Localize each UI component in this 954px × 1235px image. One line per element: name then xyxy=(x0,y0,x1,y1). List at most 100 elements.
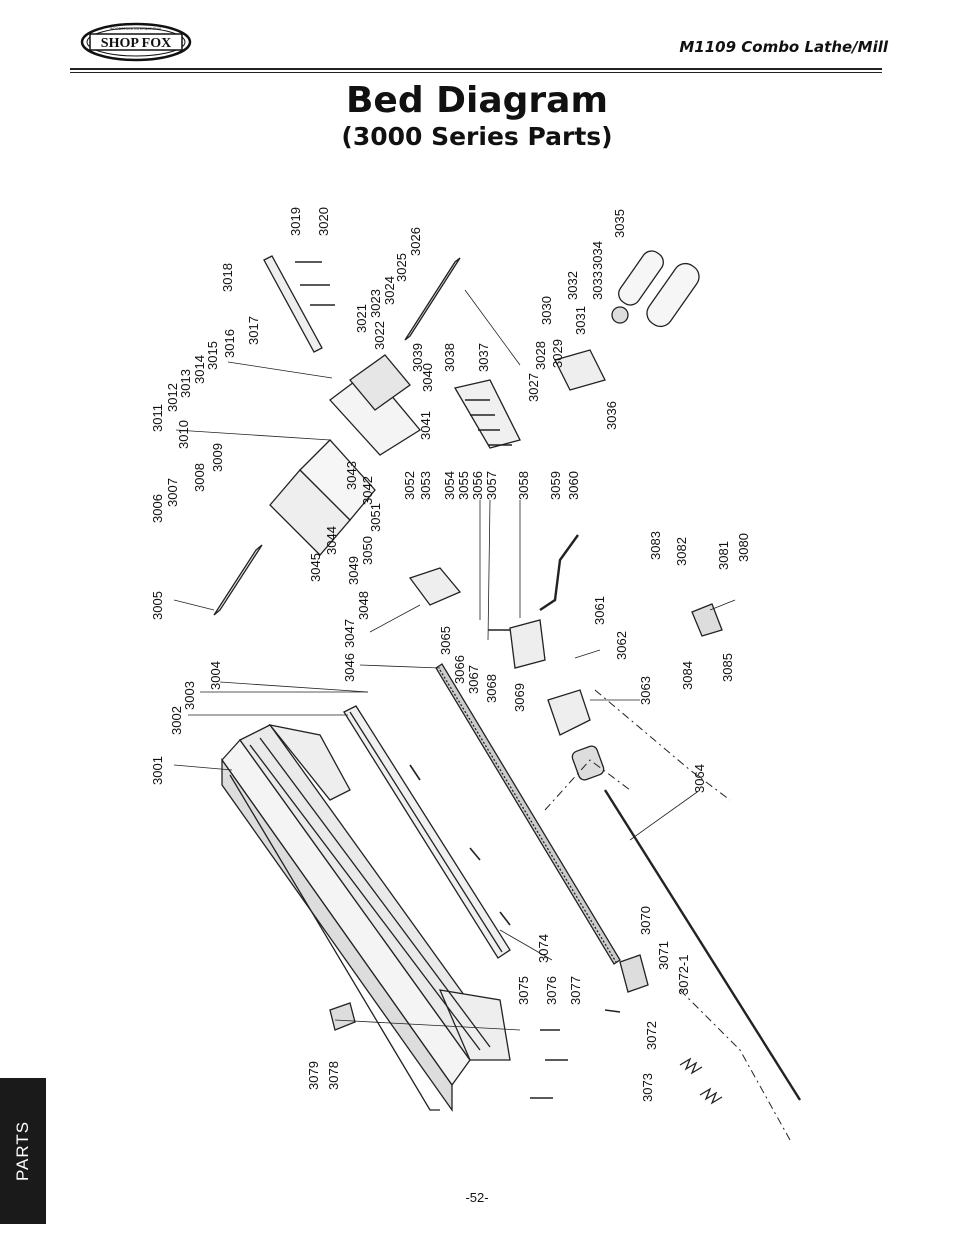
lathe-bed-drawing xyxy=(221,724,511,1113)
part-label-3060: 3060 xyxy=(566,471,581,500)
part-label-3053: 3053 xyxy=(418,471,433,500)
part-label-3061: 3061 xyxy=(592,596,607,625)
part-label-3059: 3059 xyxy=(548,471,563,500)
part-label-3065: 3065 xyxy=(438,626,453,655)
part-label-3030: 3030 xyxy=(539,296,554,325)
plate-3038-drawing xyxy=(453,379,521,449)
bracket-3063-drawing xyxy=(547,689,591,736)
part-label-3051: 3051 xyxy=(368,503,383,532)
part-label-3002: 3002 xyxy=(169,706,184,735)
header-rule-thin xyxy=(70,72,882,73)
part-label-3013: 3013 xyxy=(178,369,193,398)
saddle-drawing xyxy=(269,354,421,556)
part-label-3083: 3083 xyxy=(648,531,663,560)
part-label-3039: 3039 xyxy=(410,343,425,372)
part-label-3054: 3054 xyxy=(442,471,457,500)
part-label-3031: 3031 xyxy=(573,306,588,335)
part-label-3078: 3078 xyxy=(326,1061,341,1090)
bracket-3084-drawing xyxy=(691,603,723,637)
part-label-3042: 3042 xyxy=(360,476,375,505)
spring-drawing xyxy=(679,1057,703,1075)
section-tab: PARTS xyxy=(0,1078,46,1224)
part-label-3027: 3027 xyxy=(526,373,541,402)
part-label-3068: 3068 xyxy=(484,674,499,703)
part-label-3050: 3050 xyxy=(360,536,375,565)
part-label-3032: 3032 xyxy=(565,271,580,300)
section-tab-label: PARTS xyxy=(13,1120,32,1182)
part-label-3012: 3012 xyxy=(165,383,180,412)
part-label-3085: 3085 xyxy=(720,653,735,682)
page-number: -52- xyxy=(465,1190,489,1205)
part-label-3049: 3049 xyxy=(346,556,361,585)
collar-3070-drawing xyxy=(619,954,649,993)
part-label-3033: 3033 xyxy=(590,271,605,300)
part-label-3048: 3048 xyxy=(356,591,371,620)
part-label-3057: 3057 xyxy=(484,471,499,500)
part-label-3037: 3037 xyxy=(476,343,491,372)
spring-drawing-2 xyxy=(699,1087,723,1105)
part-label-3006: 3006 xyxy=(150,494,165,523)
logo-text: SHOP FOX xyxy=(101,36,171,51)
part-label-3055: 3055 xyxy=(456,471,471,500)
header-rule xyxy=(70,68,882,70)
part-label-3004: 3004 xyxy=(208,661,223,690)
part-label-3014: 3014 xyxy=(192,355,207,384)
part-label-3025: 3025 xyxy=(394,253,409,282)
part-label-3071: 3071 xyxy=(656,941,671,970)
part-label-3024: 3024 xyxy=(382,276,397,305)
part-label-3052: 3052 xyxy=(402,471,417,500)
part-label-3056: 3056 xyxy=(470,471,485,500)
model-title: M1109 Combo Lathe/Mill xyxy=(679,38,888,56)
part-label-3067: 3067 xyxy=(466,665,481,694)
part-label-3008: 3008 xyxy=(192,463,207,492)
gib-drawing xyxy=(213,544,263,616)
part-label-3018: 3018 xyxy=(220,263,235,292)
part-label-3023: 3023 xyxy=(368,289,383,318)
halfnut-drawing xyxy=(509,619,546,669)
part-label-3045: 3045 xyxy=(308,553,323,582)
part-label-3034: 3034 xyxy=(590,241,605,270)
part-label-3079: 3079 xyxy=(306,1061,321,1090)
part-label-3080: 3080 xyxy=(736,533,751,562)
part-label-3005: 3005 xyxy=(150,591,165,620)
part-label-3074: 3074 xyxy=(536,934,551,963)
page-title: Bed Diagram xyxy=(345,80,608,121)
part-label-3011: 3011 xyxy=(150,404,165,432)
part-label-3069: 3069 xyxy=(512,683,527,712)
part-label-3022: 3022 xyxy=(372,321,387,350)
part-label-3007: 3007 xyxy=(165,478,180,507)
part-label-3043: 3043 xyxy=(344,461,359,490)
part-label-3081: 3081 xyxy=(716,541,731,570)
plate-3079-drawing xyxy=(329,1002,356,1031)
page-subtitle: (3000 Series Parts) xyxy=(341,122,613,151)
logo-small-text: WOODSTOCK INTERNATIONAL xyxy=(110,27,162,31)
part-label-3009: 3009 xyxy=(210,443,225,472)
part-label-3066: 3066 xyxy=(452,655,467,684)
part-label-3046: 3046 xyxy=(342,653,357,682)
shop-fox-logo: SHOP FOX WOODSTOCK INTERNATIONAL xyxy=(80,22,192,62)
part-label-3016: 3016 xyxy=(222,329,237,358)
part-label-3062: 3062 xyxy=(614,631,629,660)
part-label-3076: 3076 xyxy=(544,976,559,1005)
part-label-3028: 3028 xyxy=(533,341,548,370)
part-label-3073: 3073 xyxy=(640,1073,655,1102)
part-label-3036: 3036 xyxy=(604,401,619,430)
part-label-3047: 3047 xyxy=(342,619,357,648)
part-label-3029: 3029 xyxy=(550,339,565,368)
part-label-3058: 3058 xyxy=(516,471,531,500)
bracket-3036-drawing xyxy=(554,349,606,391)
shift-lever-drawing xyxy=(539,534,579,611)
part-label-3070: 3070 xyxy=(638,906,653,935)
part-label-3077: 3077 xyxy=(568,976,583,1005)
part-label-3075: 3075 xyxy=(516,976,531,1005)
part-label-3038: 3038 xyxy=(442,343,457,372)
part-label-3035: 3035 xyxy=(612,209,627,238)
part-label-3041: 3041 xyxy=(418,411,433,440)
part-label-3021: 3021 xyxy=(354,304,369,333)
part-label-3082: 3082 xyxy=(674,537,689,566)
part-label-3001: 3001 xyxy=(150,756,165,785)
part-label-3015: 3015 xyxy=(205,341,220,370)
part-label-3010: 3010 xyxy=(176,420,191,449)
leadscrew-bracket-drawing xyxy=(408,567,462,606)
